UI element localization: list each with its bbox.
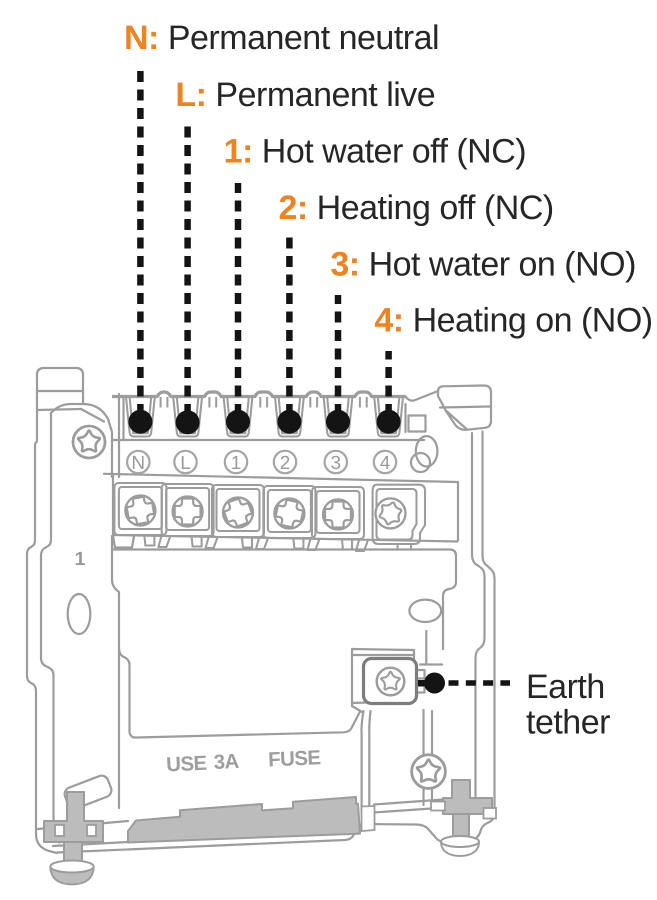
svg-text:tether: tether bbox=[526, 704, 610, 742]
svg-text:USE: USE bbox=[166, 752, 207, 777]
svg-text:3: Hot water on (NO): 3: Hot water on (NO) bbox=[330, 246, 636, 284]
svg-text:FUSE: FUSE bbox=[268, 746, 321, 771]
svg-text:3A: 3A bbox=[213, 750, 240, 774]
svg-text:1: 1 bbox=[231, 453, 242, 474]
svg-text:2: 2 bbox=[280, 453, 291, 474]
svg-text:1: Hot water off (NC): 1: Hot water off (NC) bbox=[224, 132, 527, 170]
svg-text:4: Heating on (NO): 4: Heating on (NO) bbox=[374, 302, 652, 340]
svg-text:2: Heating off (NC): 2: Heating off (NC) bbox=[279, 189, 554, 227]
svg-text:Earth: Earth bbox=[526, 668, 605, 706]
svg-text:N: N bbox=[131, 453, 145, 474]
svg-text:1: 1 bbox=[75, 549, 86, 570]
svg-text:L: L bbox=[180, 453, 191, 474]
svg-text:4: 4 bbox=[380, 453, 391, 474]
svg-text:N: Permanent neutral: N: Permanent neutral bbox=[124, 19, 439, 57]
svg-text:L: Permanent live: L: Permanent live bbox=[175, 76, 435, 114]
svg-text:3: 3 bbox=[331, 453, 342, 474]
